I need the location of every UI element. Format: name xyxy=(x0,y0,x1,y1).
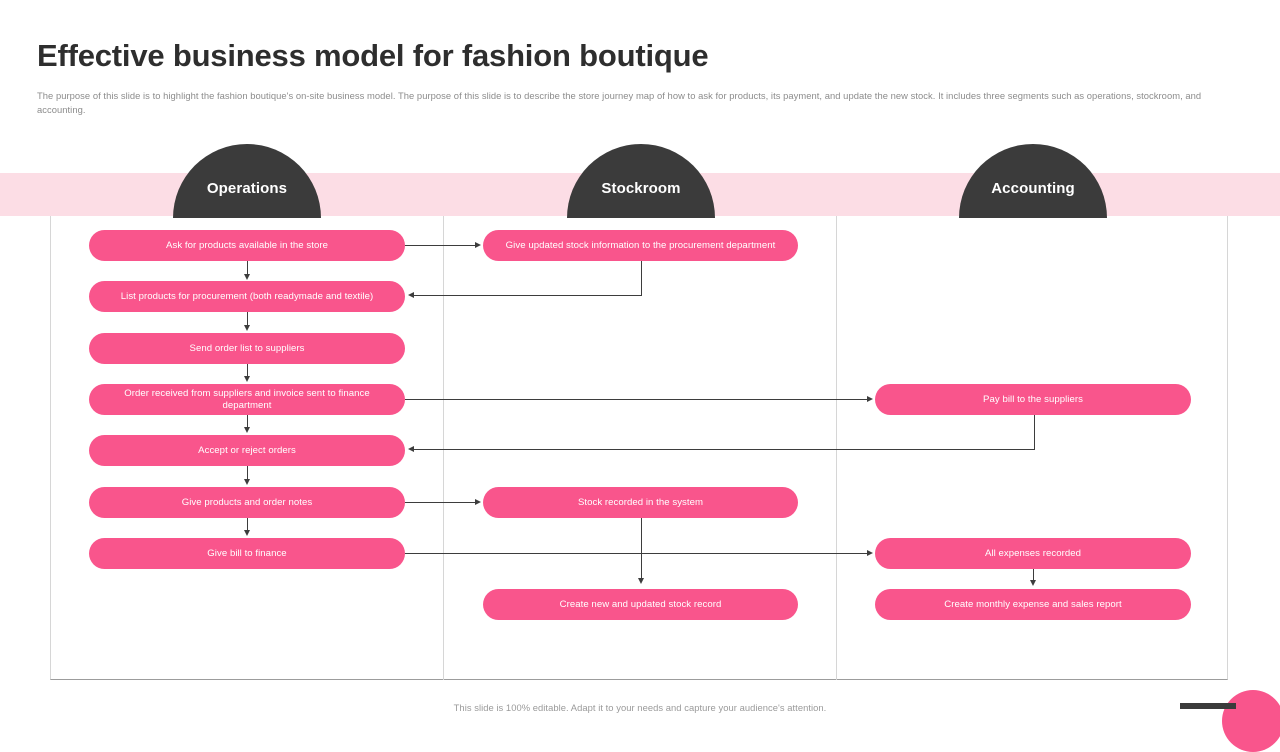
arrowhead-op6-st2 xyxy=(475,498,481,505)
footer-note: This slide is 100% editable. Adapt it to… xyxy=(453,702,827,713)
connector-op1-st1 xyxy=(405,245,477,246)
arrowhead-st2-st3 xyxy=(637,578,644,584)
arrowhead-op6-op7 xyxy=(243,530,250,536)
connector-op4-ac1 xyxy=(405,399,869,400)
connector-op4-op5 xyxy=(247,415,248,428)
column-divider-operations-stockroom xyxy=(443,216,444,680)
flow-node-give-updated-stock-info[interactable]: Give updated stock information to the pr… xyxy=(483,230,798,261)
arrowhead-op7-ac2 xyxy=(867,549,873,556)
column-divider-stockroom-accounting xyxy=(836,216,837,680)
connector-op7-ac2 xyxy=(405,553,869,554)
flow-node-give-products-order-notes[interactable]: Give products and order notes xyxy=(89,487,405,518)
connector-op5-op6 xyxy=(247,466,248,480)
arrowhead-op2-op3 xyxy=(243,325,250,331)
arrowhead-op3-op4 xyxy=(243,376,250,382)
flow-node-stock-recorded[interactable]: Stock recorded in the system xyxy=(483,487,798,518)
flow-node-create-monthly-report[interactable]: Create monthly expense and sales report xyxy=(875,589,1191,620)
arrowhead-ac1-op5 xyxy=(408,445,414,452)
connector-op2-op3 xyxy=(247,312,248,326)
connector-op6-op7 xyxy=(247,518,248,531)
connector-op3-op4 xyxy=(247,364,248,377)
column-header-label-stockroom: Stockroom xyxy=(601,180,681,197)
flow-node-list-products[interactable]: List products for procurement (both read… xyxy=(89,281,405,312)
connector-st1-op2-horizontal xyxy=(414,295,642,296)
column-header-operations[interactable]: Operations xyxy=(173,144,321,218)
connector-st1-op2-vertical xyxy=(641,261,642,296)
flow-node-create-stock-record[interactable]: Create new and updated stock record xyxy=(483,589,798,620)
arrowhead-op4-ac1 xyxy=(867,395,873,402)
column-header-label-operations: Operations xyxy=(206,180,288,197)
flow-node-order-received[interactable]: Order received from suppliers and invoic… xyxy=(89,384,405,415)
connector-ac2-ac3 xyxy=(1033,569,1034,581)
flow-node-send-order-list[interactable]: Send order list to suppliers xyxy=(89,333,405,364)
flow-node-all-expenses-recorded[interactable]: All expenses recorded xyxy=(875,538,1191,569)
flow-node-give-bill-to-finance[interactable]: Give bill to finance xyxy=(89,538,405,569)
arrowhead-op1-op2 xyxy=(243,274,250,280)
flow-node-ask-for-products[interactable]: Ask for products available in the store xyxy=(89,230,405,261)
arrowhead-op5-op6 xyxy=(243,479,250,485)
connector-op6-st2 xyxy=(405,502,477,503)
diagram-frame xyxy=(50,216,1228,680)
arrowhead-op4-op5 xyxy=(243,427,250,433)
column-header-stockroom[interactable]: Stockroom xyxy=(567,144,715,218)
flow-node-accept-reject-orders[interactable]: Accept or reject orders xyxy=(89,435,405,466)
connector-ac1-op5-horizontal xyxy=(414,449,1035,450)
connector-st2-st3 xyxy=(641,518,642,580)
flow-node-pay-bill-suppliers[interactable]: Pay bill to the suppliers xyxy=(875,384,1191,415)
decorative-corner-circle xyxy=(1222,690,1280,752)
connector-op1-op2 xyxy=(247,261,248,275)
arrowhead-st1-op2 xyxy=(408,291,414,298)
column-header-label-accounting: Accounting xyxy=(991,180,1075,197)
slide-description: The purpose of this slide is to highligh… xyxy=(37,90,1202,115)
page-title: Effective business model for fashion bou… xyxy=(37,38,709,73)
connector-ac1-op5-vertical xyxy=(1034,415,1035,450)
column-header-accounting[interactable]: Accounting xyxy=(959,144,1107,218)
arrowhead-ac2-ac3 xyxy=(1029,580,1036,586)
decorative-corner-bar xyxy=(1180,703,1236,709)
arrowhead-op1-st1 xyxy=(475,241,481,248)
